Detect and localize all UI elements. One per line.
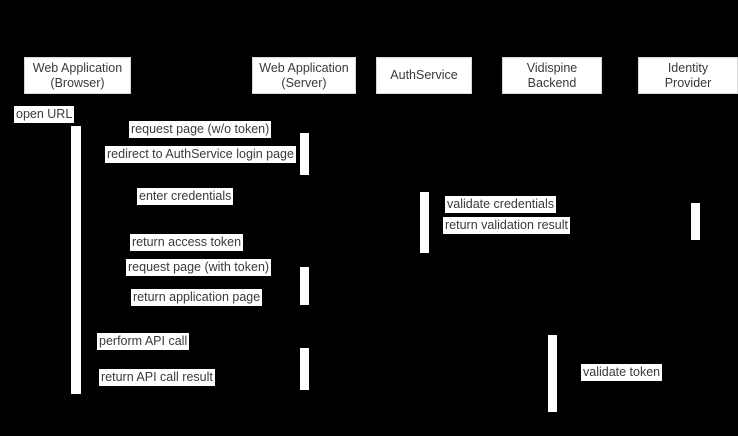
participant-vidispine[interactable]: Vidispine Backend (502, 57, 602, 94)
message-line-m10 (81, 347, 300, 348)
message-arrowhead-m6 (429, 229, 435, 235)
message-arrowhead-m2 (294, 133, 300, 139)
message-arrowhead-m3 (81, 158, 87, 164)
lifeline-identity (695, 94, 696, 436)
message-arrowhead-m8 (294, 271, 300, 277)
activation-bar-identity (691, 203, 700, 240)
message-label-m5: validate credentials (445, 196, 557, 213)
message-label-m10: perform API call (97, 333, 190, 350)
message-arrowhead-m12 (81, 381, 87, 387)
message-label-m1: open URL (14, 106, 75, 123)
activation-bar-browser (71, 126, 81, 394)
lifeline-authservice (424, 94, 425, 436)
message-label-m4: enter credentials (137, 188, 234, 205)
participant-authservice[interactable]: AuthService (376, 57, 472, 94)
message-arrowhead-m5 (685, 208, 691, 214)
activation-bar-server (300, 133, 309, 175)
message-label-m8: request page (with token) (126, 259, 272, 276)
activation-bar-authservice (420, 192, 429, 253)
message-line-m5 (429, 210, 691, 211)
message-label-m3: redirect to AuthService login page (105, 146, 296, 163)
activation-bar-vidispine (548, 335, 557, 412)
message-label-m7: return access token (130, 234, 244, 251)
lifeline-vidispine (552, 94, 553, 436)
activation-bar-server (300, 267, 309, 305)
participant-server[interactable]: Web Application (Server) (252, 57, 356, 94)
message-line-m7 (81, 248, 420, 249)
lifeline-server (304, 94, 305, 436)
activation-bar-server (300, 348, 309, 390)
message-arrowhead-m4 (414, 200, 420, 206)
message-label-m12: return API call result (99, 369, 215, 386)
message-label-m11: validate token (581, 364, 663, 381)
participant-identity[interactable]: Identity Provider (638, 57, 738, 94)
message-line-m4 (81, 202, 420, 203)
message-label-m2: request page (w/o token) (129, 121, 272, 138)
message-label-m9: return application page (131, 289, 263, 306)
participant-browser[interactable]: Web Application (Browser) (24, 57, 131, 94)
message-arrowhead-m10 (294, 345, 300, 351)
message-arrowhead-m7 (81, 246, 87, 252)
message-label-m6: return validation result (443, 217, 570, 234)
message-arrowhead-m9 (81, 301, 87, 307)
